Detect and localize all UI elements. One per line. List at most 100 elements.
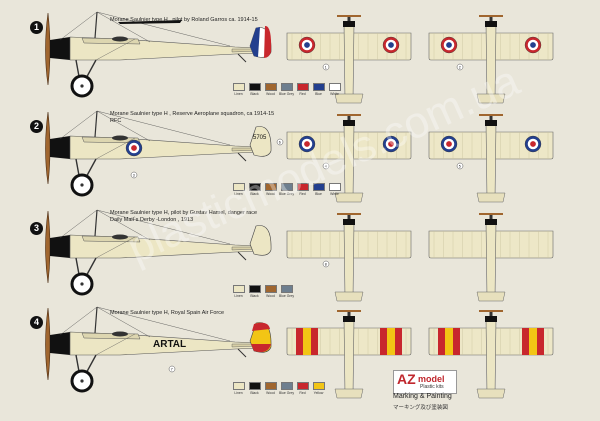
logo-az: AZ: [397, 371, 416, 387]
plan-bottom-3-fuselage: [485, 220, 497, 299]
swatch-wood: Wood: [264, 183, 277, 196]
swatch-chip: [264, 382, 277, 390]
az-model-logo: AZ model Plastic kits: [393, 370, 457, 394]
plan-top-4-tailplane: [334, 388, 364, 399]
swatch-chip: [296, 183, 309, 191]
profile-caption-2b: RFC: [110, 118, 122, 124]
swatch-label: Blue Grey: [278, 192, 295, 196]
side-view-2-wire-c: [96, 110, 231, 146]
swatch-blue-grey: Blue Grey: [278, 183, 295, 196]
plan-bottom-2-roundel-r-inner: [530, 141, 536, 147]
profile-caption-1: Morane Saulnier type H , pilot by Roland…: [110, 17, 258, 23]
side-view-4-wire-d: [95, 333, 136, 356]
side-view-1-rudder-red: [264, 25, 272, 58]
swatch-chip: [264, 285, 277, 293]
side-view-2-rudder: [249, 126, 272, 157]
callout-circle: [322, 162, 330, 170]
swatch-chip: [248, 183, 261, 191]
side-view-3-hub: [80, 282, 84, 286]
swatch-chip: [280, 285, 293, 293]
side-view-1-tailskid: [237, 53, 247, 63]
side-view-1-cockpit: [112, 36, 128, 42]
side-view-3-pylon: [94, 209, 98, 237]
plan-top-2-hub: [347, 114, 351, 120]
swatch-label: White: [330, 192, 339, 196]
swatch-chip: [296, 382, 309, 390]
callout-number: 5: [459, 165, 461, 169]
swatch-label: Blue Grey: [278, 92, 295, 96]
plan-top-3-tailplane: [334, 291, 364, 302]
swatch-red: Red: [296, 183, 309, 196]
callout-number: 4: [325, 165, 327, 169]
logo-model: model: [418, 374, 445, 384]
callout-number: 1: [325, 66, 327, 70]
swatch-linen: Linen: [232, 83, 245, 96]
side-view-4-propeller: [45, 307, 51, 381]
callout-circle: [130, 171, 138, 179]
swatch-label: Black: [250, 92, 259, 96]
side-view-4-rudder-red-top: [252, 322, 270, 331]
side-view-2-propeller: [45, 111, 51, 185]
side-view-1-wire-b: [96, 11, 151, 43]
callout-number: 6: [279, 141, 281, 145]
plan-top-4-engine: [343, 316, 355, 322]
swatch-label: Red: [299, 192, 306, 196]
side-view-1-rudder-blue: [250, 27, 260, 57]
swatch-chip: [232, 382, 245, 390]
swatch-label: Black: [250, 294, 259, 298]
plan-top-1-tailplane: [334, 93, 364, 104]
side-view-3-wire-d: [95, 236, 136, 259]
swatch-linen: Linen: [232, 183, 245, 196]
swatch-chip: [232, 83, 245, 91]
swatch-chip: [328, 183, 341, 191]
swatch-label: Red: [299, 92, 306, 96]
plan-bottom-3-hub: [489, 213, 493, 219]
profile-number-4: 4: [30, 316, 43, 329]
profile-caption-3: Morane Saulnier type H, pilot by Gustav …: [110, 210, 258, 216]
profile-caption-2: Morane Saulnier type H , Reserve Aeropla…: [110, 111, 275, 117]
plan-top-1-fuselage: [343, 22, 355, 101]
side-view-1-pylon: [94, 11, 98, 39]
plan-top-4-band-red-a: [380, 328, 387, 355]
profile-caption-3b: Daily Mail`s Derby -London , 1913: [110, 217, 194, 223]
swatch-black: Black: [248, 382, 261, 395]
side-view-2-wire-b: [96, 110, 151, 142]
callout-number: 3: [133, 174, 135, 178]
side-view-2-roundel-inner: [131, 145, 137, 151]
callout-circle: [456, 162, 464, 170]
swatch-white: White: [328, 83, 341, 96]
plan-top-3-hub: [347, 213, 351, 219]
side-view-2-serial: 5705: [253, 135, 267, 141]
swatch-label: Black: [250, 391, 259, 395]
side-view-3-wire-b: [96, 209, 151, 241]
swatch-blue: Blue: [312, 83, 325, 96]
plan-bottom-4-band-red-b: [537, 328, 544, 355]
swatch-chip: [328, 83, 341, 91]
side-view-4-pylon: [94, 306, 98, 334]
side-view-2-hub: [80, 183, 84, 187]
plan-bottom-4-band-red-b: [453, 328, 460, 355]
swatch-yellow: Yellow: [312, 382, 325, 395]
plan-bottom-3-engine: [485, 219, 497, 225]
plan-bottom-1-tailplane: [476, 93, 506, 104]
swatch-chip: [280, 183, 293, 191]
swatch-label: Wood: [266, 92, 275, 96]
plan-top-2-engine: [343, 120, 355, 126]
swatch-label: Red: [299, 391, 306, 395]
side-view-4-hub: [80, 379, 84, 383]
side-view-3-propeller: [45, 210, 51, 284]
swatch-label: White: [330, 92, 339, 96]
callout-number: 8: [325, 263, 327, 267]
swatch-chip: [264, 83, 277, 91]
swatch-chip: [280, 83, 293, 91]
side-view-3-cockpit: [112, 234, 128, 240]
plan-bottom-1-roundel-l-inner: [446, 42, 452, 48]
swatch-white: White: [328, 183, 341, 196]
callout-circle: [322, 260, 330, 268]
swatch-blue: Blue: [312, 183, 325, 196]
plan-top-3-engine: [343, 219, 355, 225]
side-view-1-hub: [80, 84, 84, 88]
